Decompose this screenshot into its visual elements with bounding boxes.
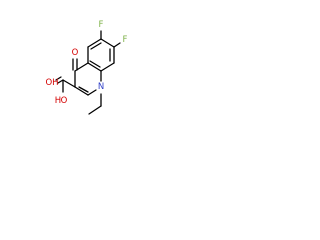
atom-hydroxyl-h: H	[55, 96, 61, 106]
atom-oxygen-ketone: O	[72, 48, 79, 58]
bond-c5-c6	[87, 38, 102, 48]
bond-c6-c7	[100, 38, 115, 48]
bond-c5-c6-inner	[90, 42, 102, 50]
atom-nitrogen: N	[98, 82, 104, 92]
bond-c3-c2	[74, 86, 89, 96]
bond-c8a-c4a-inner	[89, 60, 101, 68]
atom-fluorine-right: F	[123, 35, 128, 45]
molecule-diagram: F F O OH H O N	[0, 0, 150, 150]
bond-c3-carboxyl	[62, 79, 76, 88]
atom-fluorine-top: F	[99, 20, 104, 30]
bond-c7-f	[113, 42, 121, 48]
atom-oxygen-hydroxyl: OH	[45, 78, 58, 88]
bond-carboxyl-oxo-double	[55, 76, 62, 81]
atom-labels: F F O OH H O N	[45, 20, 127, 106]
atom-hydroxyl-o: O	[61, 96, 68, 106]
bond-c8a-c4a	[87, 62, 102, 72]
bonds	[55, 30, 121, 115]
bond-carboxyl-oxo	[57, 79, 64, 84]
bond-ethyl-ch3	[88, 105, 102, 115]
bond-c3-c2-inner	[78, 86, 89, 93]
bond-c8-c8a	[100, 62, 115, 72]
bond-c2-n1	[87, 89, 97, 96]
molecule-structure: F F O OH H O N	[45, 20, 128, 115]
